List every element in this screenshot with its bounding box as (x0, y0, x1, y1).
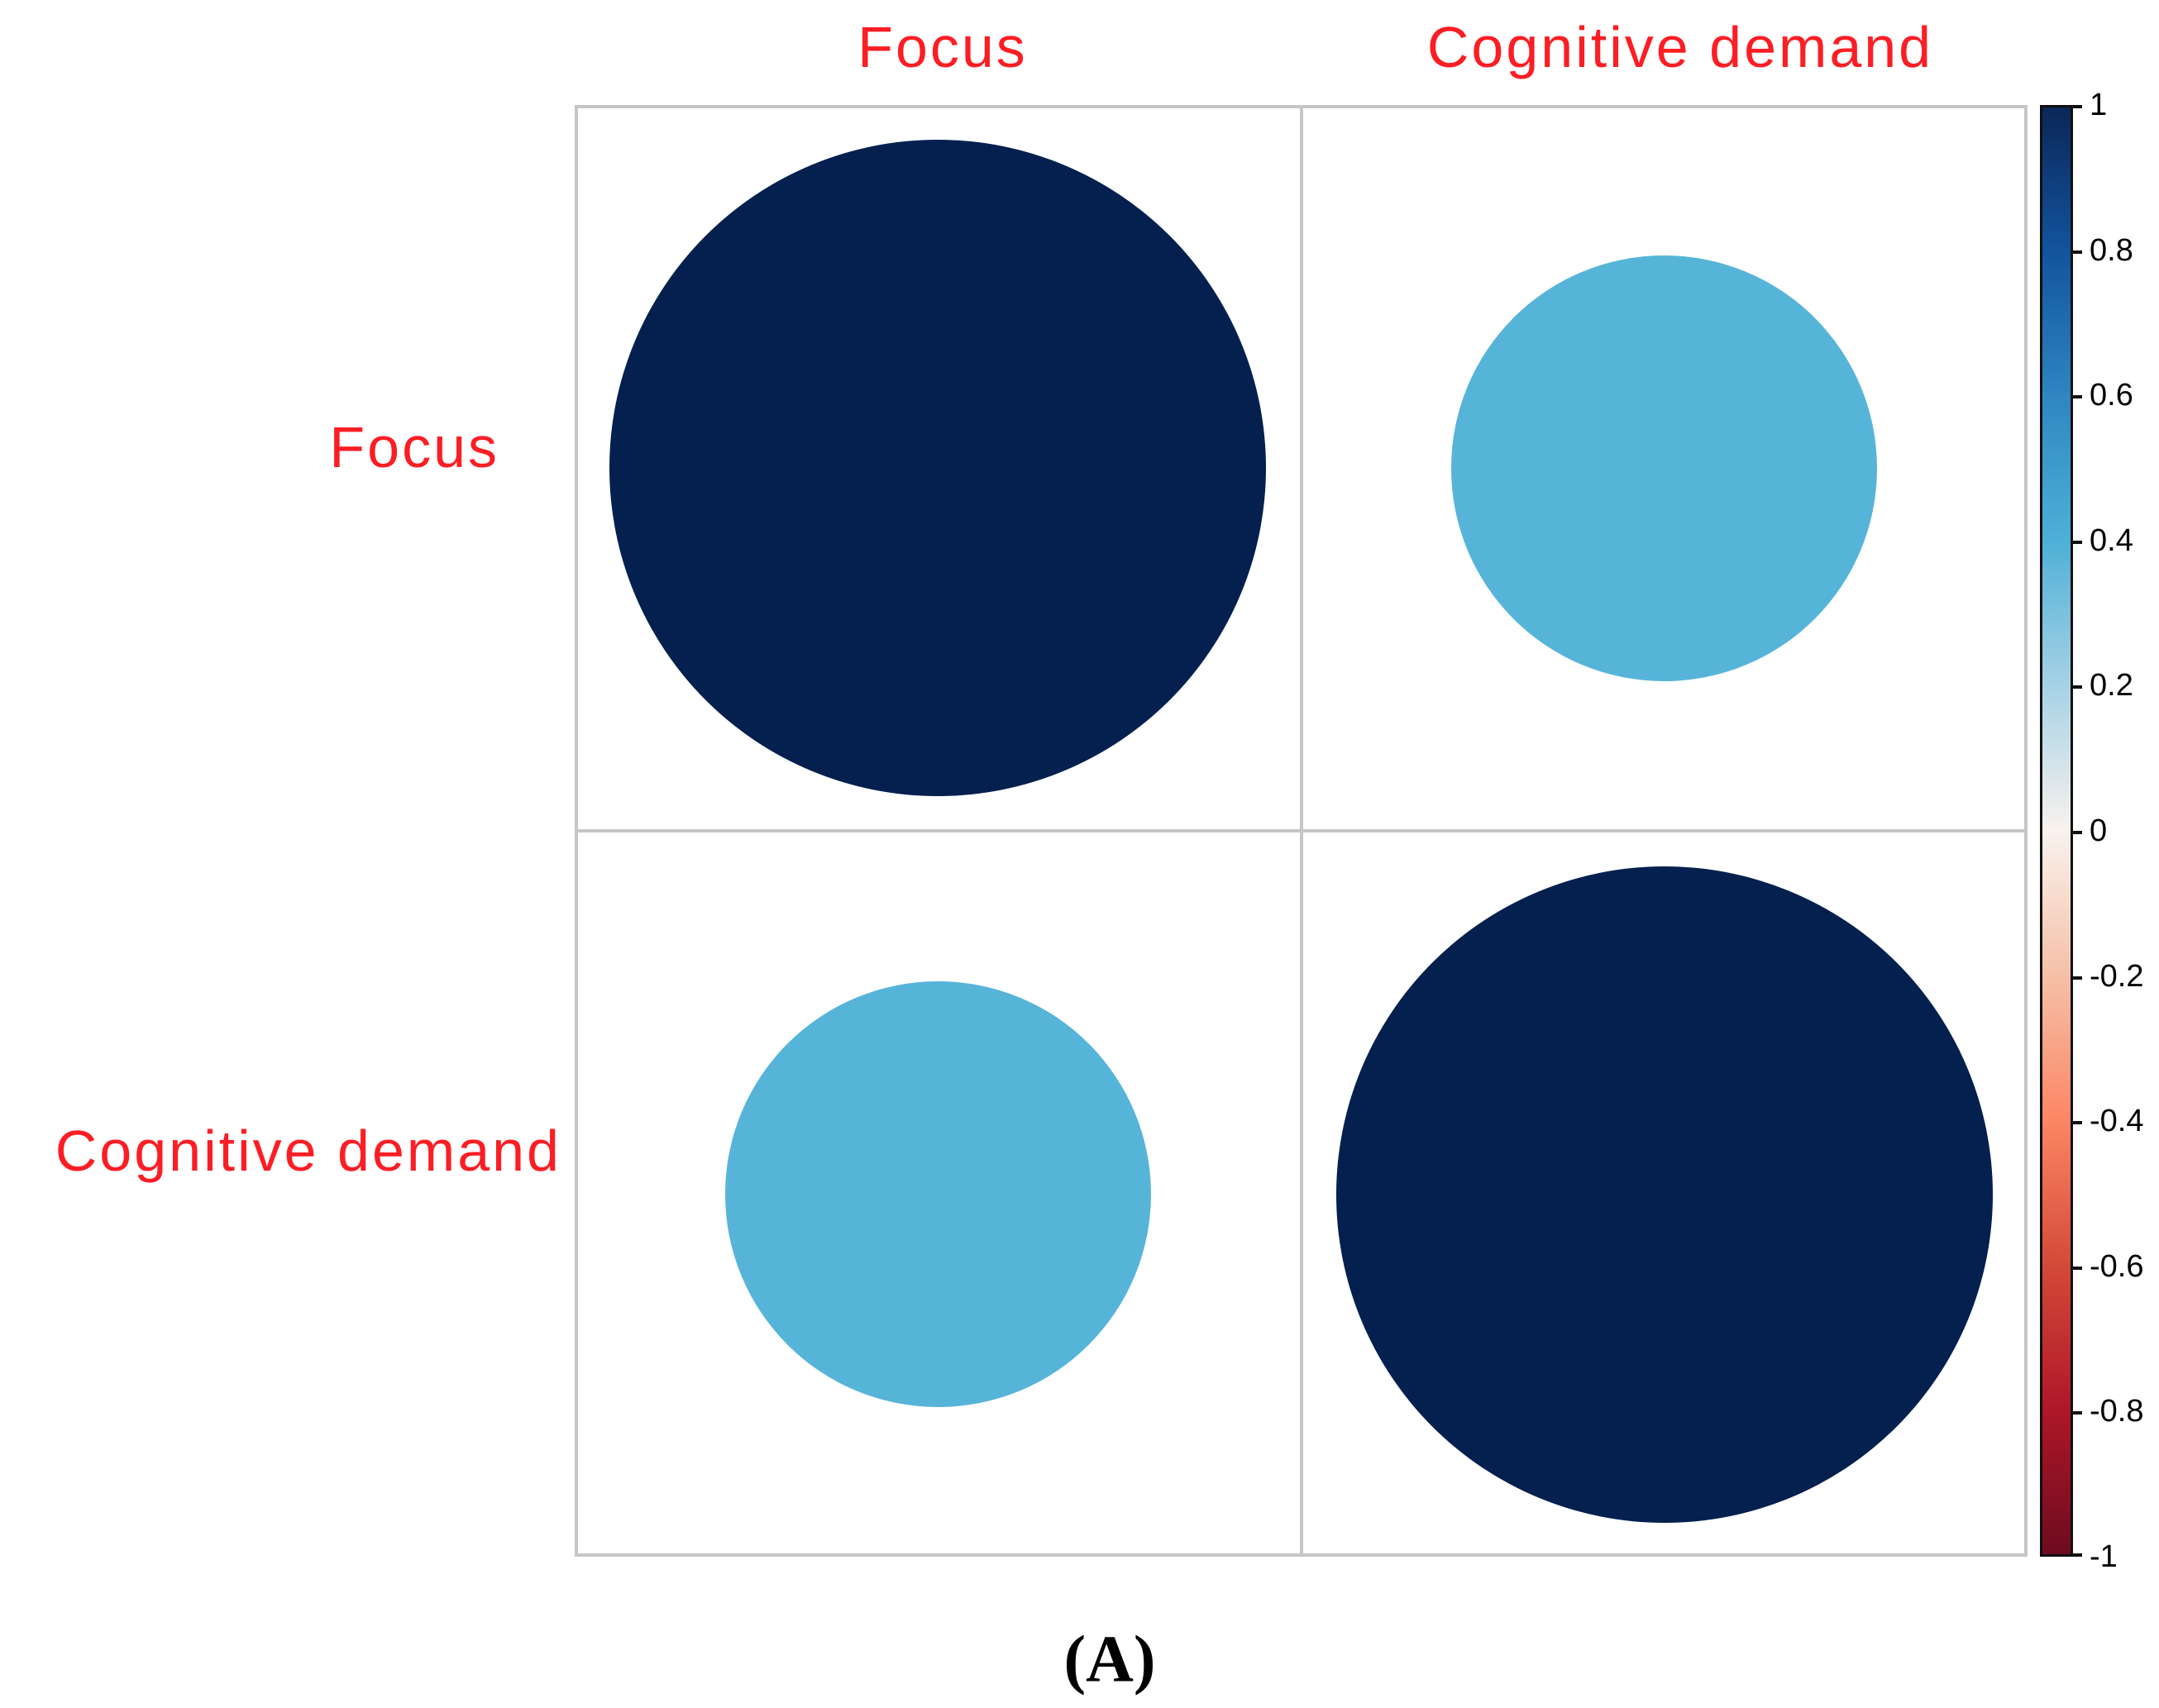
correlation-circle-r1c1 (1335, 866, 1993, 1523)
colorbar-gradient (2040, 105, 2073, 1557)
colorbar-tick (2071, 105, 2082, 108)
column-label-focus: Focus (857, 15, 1028, 79)
correlation-circle-r1c0 (724, 981, 1151, 1408)
row-label-focus: Focus (329, 415, 499, 479)
panel-label: (A) (1063, 1623, 1156, 1696)
correlation-circle-r0c1 (1451, 255, 1878, 681)
colorbar-tick (2071, 685, 2082, 689)
grid-line-horizontal (578, 829, 2024, 833)
colorbar-tick-label: 0.4 (2090, 522, 2133, 558)
colorbar-tick (2071, 831, 2082, 834)
colorbar-tick-label: -0.4 (2090, 1104, 2144, 1139)
colorbar-tick-label: -1 (2090, 1539, 2118, 1574)
colorbar-tick (2071, 1266, 2082, 1270)
colorbar-tick-label: 0 (2090, 813, 2108, 848)
row-label-cognitive-demand: Cognitive demand (55, 1119, 561, 1183)
column-label-cognitive-demand: Cognitive demand (1426, 15, 1934, 79)
colorbar-tick (2071, 976, 2082, 980)
colorbar-tick-label: 1 (2090, 88, 2108, 122)
correlation-circle-r0c0 (609, 140, 1267, 797)
colorbar-tick-label: 0.6 (2090, 378, 2133, 413)
colorbar-tick-label: 0.2 (2090, 668, 2133, 704)
colorbar-tick (2071, 540, 2082, 544)
colorbar-tick (2071, 395, 2082, 399)
colorbar-tick (2071, 1121, 2082, 1125)
colorbar-tick-label: -0.8 (2090, 1394, 2144, 1429)
colorbar-tick-label: 0.8 (2090, 232, 2133, 268)
colorbar-tick-label: -0.6 (2090, 1248, 2144, 1284)
colorbar-tick (2071, 250, 2082, 254)
colorbar-tick-label: -0.2 (2090, 958, 2144, 994)
colorbar-tick (2071, 1553, 2082, 1557)
colorbar-tick (2071, 1411, 2082, 1415)
